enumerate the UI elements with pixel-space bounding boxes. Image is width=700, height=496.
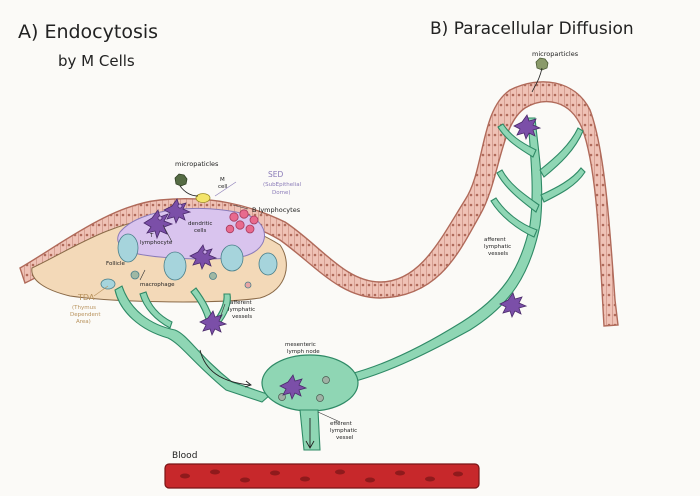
label-macrophage: macrophage — [140, 282, 175, 288]
label-m-cell-1: M — [220, 177, 225, 183]
microparticle-right-icon — [535, 57, 549, 71]
label-tda-1: TDA — [77, 293, 95, 302]
label-mesenteric-1: mesenteric — [285, 342, 316, 348]
label-sed-1: SED — [268, 170, 283, 179]
label-follicle: Follicle — [106, 261, 125, 267]
arrow-down-efferent — [305, 418, 315, 449]
b-lymphocytes-cluster — [225, 209, 259, 234]
leader-lines — [93, 181, 341, 423]
microparticle-left-icon — [174, 173, 188, 187]
label-blood: Blood — [172, 451, 197, 461]
label-afferent-right-2: lymphatic — [484, 244, 511, 250]
label-t-lymphocyte-1: T — [149, 233, 154, 239]
title-b: B) Paracellular Diffusion — [430, 19, 634, 39]
label-m-cell-2: cell — [218, 184, 228, 190]
label-tda-4: Area) — [76, 319, 91, 325]
dendritic-cell-in-vessel — [199, 310, 228, 337]
mesenteric-lymph-node — [261, 354, 359, 412]
arrow-particle-to-villus — [531, 67, 543, 93]
title-a-line2: by M Cells — [58, 52, 135, 70]
arrow-to-lymph-node — [199, 349, 251, 386]
label-afferent-left-2: lymphatic — [228, 307, 255, 313]
follicle-cells — [100, 233, 278, 290]
m-cell — [195, 193, 211, 203]
label-efferent-2: lymphatic — [330, 428, 357, 434]
lymphatic-vessels-right — [349, 117, 586, 383]
label-afferent-right-3: vessels — [488, 251, 508, 257]
dendritic-cells — [143, 198, 218, 271]
label-sed-3: Dome) — [272, 190, 291, 196]
label-afferent-left-1: afferent — [230, 300, 253, 306]
label-afferent-right-1: afferent — [484, 237, 507, 243]
arrow-particle-to-mcell — [179, 185, 199, 197]
label-tda-3: Dependent — [70, 312, 101, 318]
label-micropaticles: micropaticles — [175, 160, 219, 168]
lymph-node-cells — [278, 376, 330, 402]
label-sed-2: (SubEpithelial — [263, 182, 302, 188]
dendritic-cell-villus-top — [513, 114, 542, 141]
label-afferent-left-3: vessels — [232, 314, 252, 320]
title-a-line1: A) Endocytosis — [18, 21, 158, 43]
label-t-lymphocyte-2: lymphocyte — [140, 240, 173, 246]
label-tda-2: (Thymus — [72, 305, 96, 311]
label-mesenteric-2: lymph node — [287, 349, 320, 355]
label-dendritic-1: dendritic — [188, 221, 212, 227]
dendritic-cell-villus-mid — [499, 292, 528, 319]
label-efferent-3: vessel — [336, 435, 354, 441]
label-efferent-1: efferent — [330, 421, 353, 427]
epithelium-layer — [19, 81, 619, 327]
dendritic-cell-lymph-node — [279, 374, 308, 401]
red-blood-cells — [180, 469, 463, 483]
label-b-lymphocytes: B lymphocytes — [252, 206, 301, 214]
label-dendritic-2: cells — [194, 228, 206, 234]
blood-vessel — [164, 463, 480, 489]
label-microparticles-right: microparticles — [532, 50, 579, 58]
